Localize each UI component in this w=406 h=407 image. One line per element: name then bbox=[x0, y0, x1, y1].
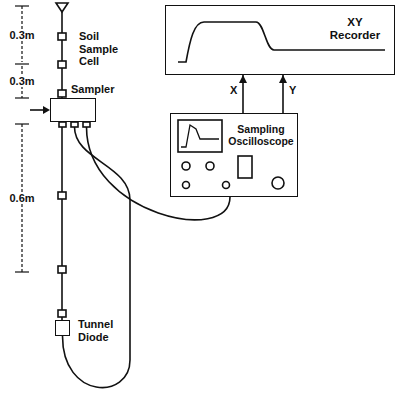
equipment-box: XY Recorder bbox=[165, 5, 395, 75]
dimension-label: 0.3m bbox=[8, 75, 35, 88]
cable-connector bbox=[239, 75, 247, 113]
arrow-head bbox=[279, 75, 287, 83]
equipment-box: Tunnel Diode bbox=[55, 320, 70, 336]
scope-knob bbox=[272, 177, 284, 189]
signal-label: Y bbox=[288, 84, 297, 97]
coax-connector bbox=[58, 61, 66, 68]
scope-knob bbox=[223, 182, 230, 189]
cable-connector bbox=[63, 127, 131, 388]
scope-knob bbox=[182, 162, 190, 170]
arrow-head bbox=[239, 75, 247, 83]
part-label: Soil Sample Cell bbox=[78, 30, 132, 68]
scope-screen bbox=[178, 120, 222, 152]
coax-connector bbox=[58, 90, 66, 97]
coax-connector bbox=[58, 33, 66, 40]
box-label: Sampler bbox=[71, 83, 114, 96]
cable-connector bbox=[62, 122, 63, 320]
coax-connector bbox=[58, 266, 66, 273]
equipment-box: Sampler bbox=[50, 98, 96, 122]
arrow-head bbox=[43, 106, 50, 114]
scope-waveform bbox=[181, 125, 219, 147]
scope-knob bbox=[183, 182, 190, 189]
box-label: XY Recorder bbox=[322, 16, 388, 42]
coax-connector bbox=[58, 192, 66, 199]
cable-line bbox=[61, 122, 63, 320]
dimension-lines bbox=[15, 6, 29, 272]
box-label: Sampling Oscilloscope bbox=[227, 123, 295, 147]
coax-line bbox=[61, 12, 63, 98]
box-label: Tunnel Diode bbox=[78, 318, 126, 343]
probe-tip bbox=[56, 3, 68, 12]
scope-knob bbox=[206, 162, 214, 170]
cable-connector bbox=[279, 75, 287, 113]
scope-switch bbox=[238, 156, 252, 178]
sampler-port bbox=[71, 122, 78, 127]
cable-line bbox=[87, 127, 231, 220]
dimension-label: 0.3m bbox=[8, 29, 35, 42]
cable-line bbox=[63, 127, 131, 388]
sampler-port bbox=[83, 122, 90, 127]
sampler-port bbox=[59, 122, 66, 127]
signal-label: X bbox=[229, 84, 238, 97]
coax-connector bbox=[58, 310, 66, 317]
equipment-box: Sampling Oscilloscope bbox=[170, 113, 298, 197]
dimension-label: 0.6m bbox=[8, 192, 35, 205]
cable-connector bbox=[87, 127, 231, 220]
